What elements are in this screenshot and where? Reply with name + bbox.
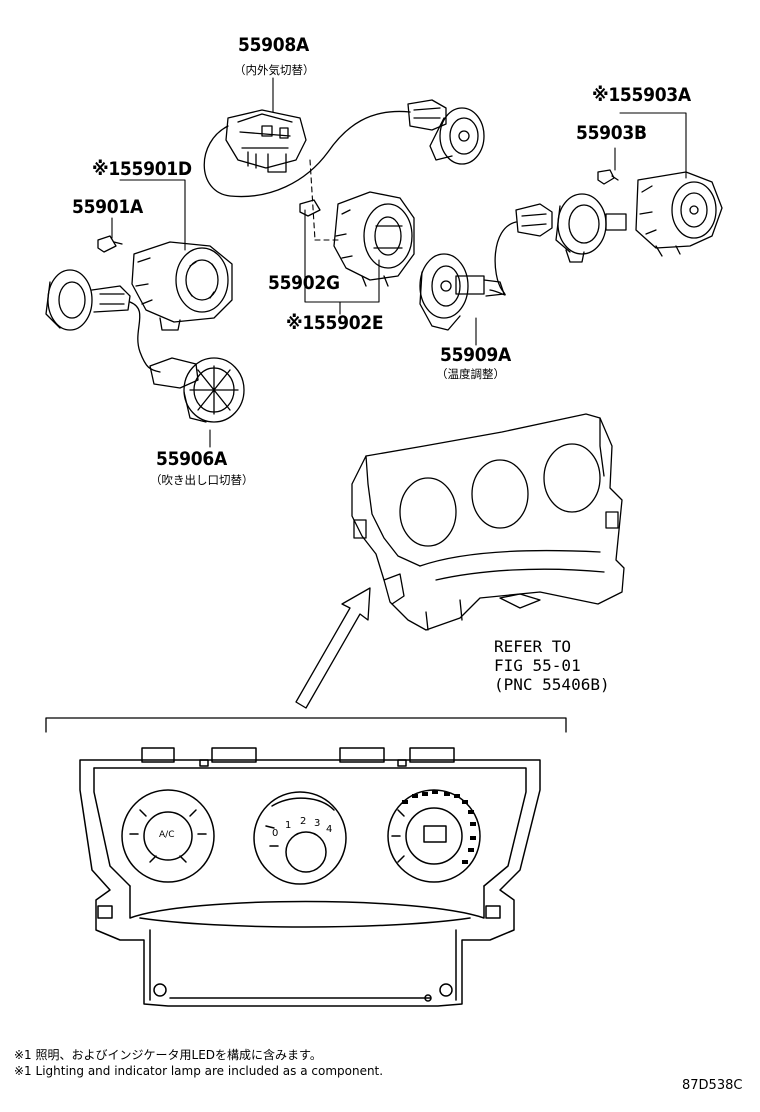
- part-number-55903B[interactable]: 55903B: [576, 122, 647, 144]
- footnote-en: ※1 Lighting and indicator lamp are inclu…: [14, 1064, 384, 1078]
- reference-note[interactable]: REFER TO FIG 55-01 (PNC 55406B): [494, 637, 610, 694]
- fan-speed-2: 2: [300, 816, 307, 827]
- assembly-arrow: [295, 587, 371, 709]
- fan-speed-3: 3: [314, 818, 321, 829]
- bezel-housing-drawing: [351, 413, 625, 631]
- reference-line-3: (PNC 55406B): [494, 675, 610, 694]
- part-55903A-drawing: [635, 171, 723, 257]
- ac-button-label: A/C: [159, 830, 175, 840]
- part-55902G-drawing: [299, 199, 321, 217]
- fan-speed-0: 0: [272, 828, 279, 839]
- part-desc-55908A: （内外気切替）: [234, 63, 315, 77]
- part-number-55901D[interactable]: ※155901D: [92, 158, 192, 180]
- part-55901A-drawing: [97, 235, 123, 253]
- leader-lines: [111, 77, 687, 448]
- fan-speed-4: 4: [326, 824, 333, 835]
- part-number-55909A[interactable]: 55909A: [440, 344, 511, 366]
- part-55906A-drawing: [149, 357, 245, 423]
- part-number-55901A[interactable]: 55901A: [72, 196, 143, 218]
- part-desc-55909A: （温度調整）: [436, 367, 505, 381]
- reference-line-2: FIG 55-01: [494, 656, 581, 675]
- part-55903B-drawing: [597, 169, 619, 185]
- reference-line-1: REFER TO: [494, 637, 572, 656]
- control-panel-drawing: [79, 747, 541, 1007]
- part-desc-55906A: （吹き出し口切替）: [150, 473, 254, 487]
- right-cable-assembly: [489, 193, 627, 296]
- temperature-scale: [402, 790, 476, 864]
- part-55901D-drawing: [131, 241, 233, 331]
- part-number-55903A[interactable]: ※155903A: [592, 84, 691, 106]
- part-number-55902E[interactable]: ※155902E: [286, 312, 384, 334]
- part-55909A-drawing: [419, 253, 505, 331]
- detail-frame: [45, 717, 567, 733]
- figure-code: 87D538C: [682, 1078, 743, 1093]
- fan-speed-1: 1: [285, 820, 292, 831]
- part-number-55908A[interactable]: 55908A: [238, 34, 309, 56]
- footnote-jp: ※1 照明、およびインジケータ用LEDを構成に含みます。: [14, 1048, 322, 1062]
- part-55908A-drawing: [203, 99, 485, 198]
- part-number-55906A[interactable]: 55906A: [156, 448, 227, 470]
- left-cable-assembly: [45, 269, 161, 373]
- part-55902E-drawing: [333, 191, 415, 287]
- part-number-55902G[interactable]: 55902G: [268, 272, 340, 294]
